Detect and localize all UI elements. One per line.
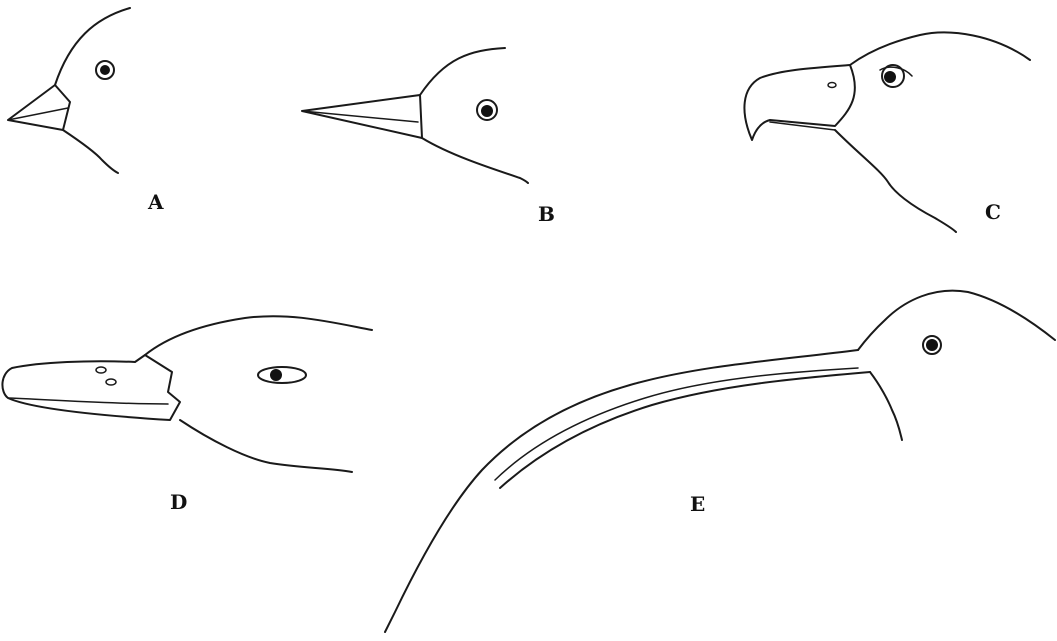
- eye-a-pupil: [100, 65, 110, 75]
- label-d: D: [170, 490, 187, 514]
- bird-head-d: [2, 316, 372, 472]
- head-e-crown: [858, 291, 1055, 350]
- bill-e-commissure: [495, 368, 858, 480]
- head-c-throat: [835, 130, 956, 232]
- eye-c-pupil: [884, 71, 896, 83]
- head-b-throat: [422, 138, 528, 183]
- eye-d-pupil: [270, 369, 282, 381]
- bird-head-b: [302, 48, 528, 183]
- label-a: A: [148, 190, 164, 214]
- label-e: E: [690, 492, 705, 516]
- beak-d: [2, 355, 180, 420]
- label-c: C: [985, 200, 1001, 224]
- eye-e-pupil: [926, 339, 938, 351]
- bird-head-e: [385, 291, 1055, 632]
- eye-b-pupil: [481, 105, 493, 117]
- beak-b-commissure: [302, 111, 418, 122]
- nostril-d-lower: [106, 379, 116, 385]
- head-b-crown: [420, 48, 505, 95]
- head-a-throat: [63, 130, 118, 173]
- beak-a: [8, 85, 70, 130]
- nostril-c: [828, 83, 836, 88]
- beak-c-upper: [744, 65, 854, 140]
- bill-e-upper: [385, 350, 858, 632]
- beak-d-commissure: [8, 398, 168, 404]
- head-e-throat: [870, 372, 902, 440]
- head-c-crown: [850, 32, 1030, 65]
- bird-head-a: [8, 8, 130, 173]
- head-d-throat: [180, 420, 352, 472]
- bill-e-lower: [500, 372, 870, 488]
- head-a-crown: [55, 8, 130, 85]
- label-b: B: [538, 202, 555, 226]
- nostril-d-upper: [96, 367, 106, 373]
- head-d-crown: [145, 316, 372, 355]
